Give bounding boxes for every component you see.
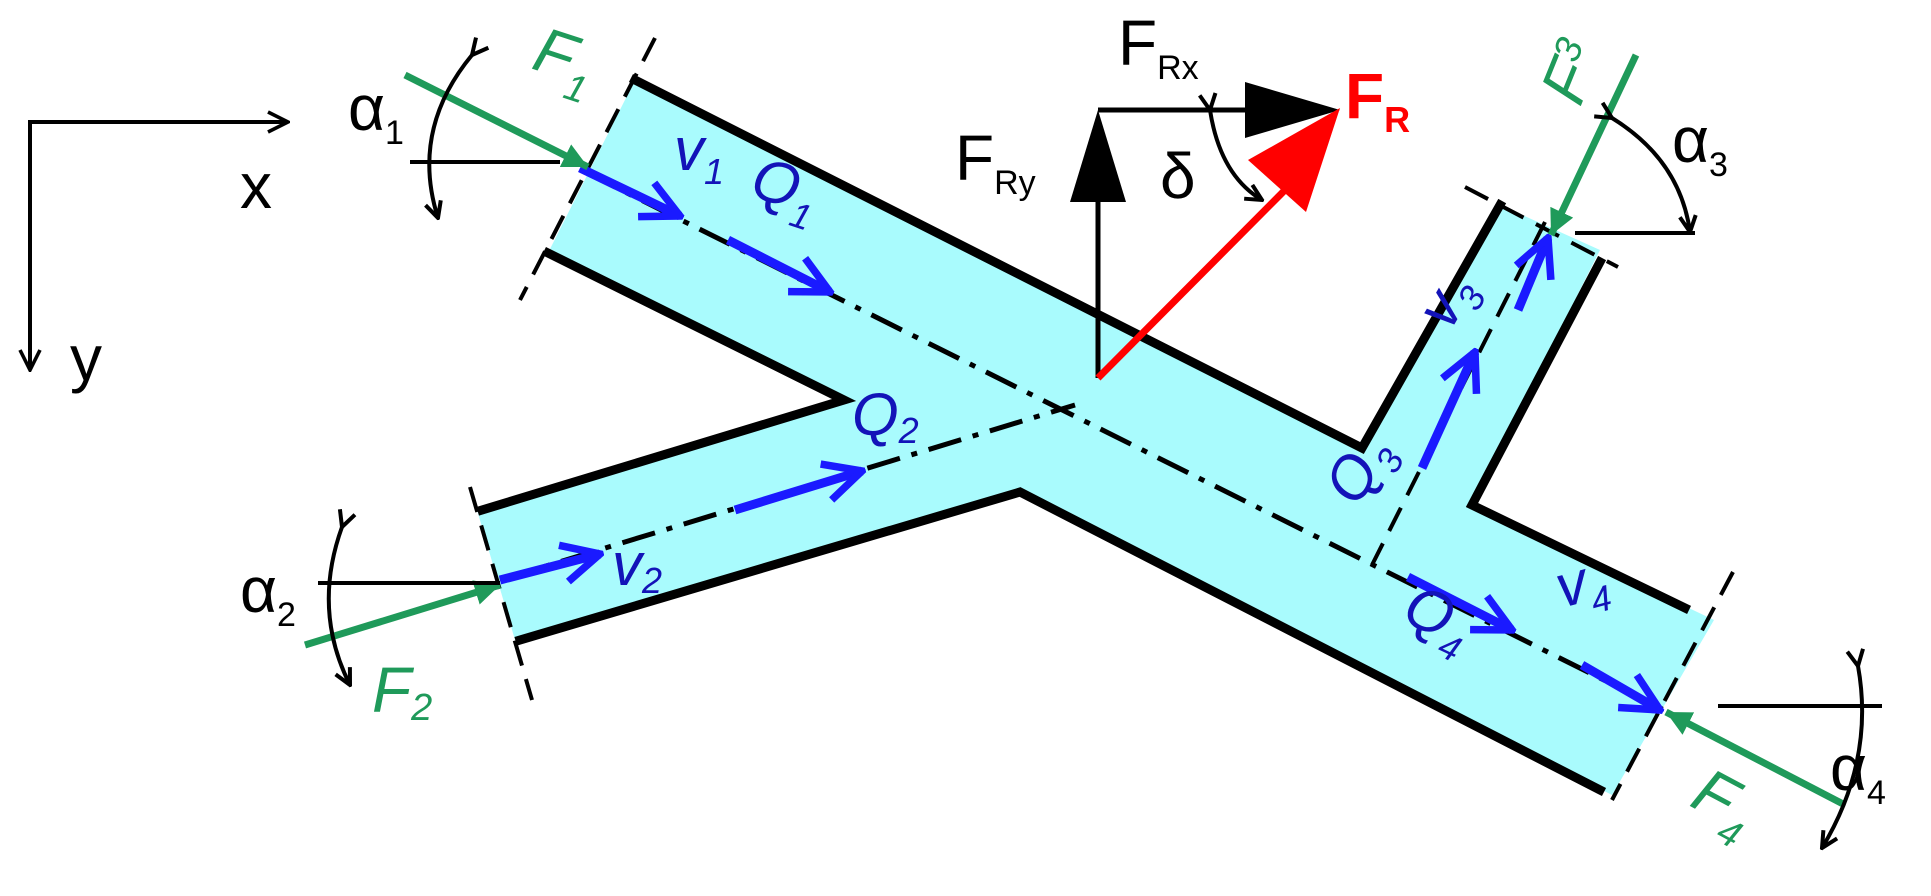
label-v1: v1 <box>674 116 724 192</box>
label-q1: Q1 <box>741 144 829 239</box>
label-f4: F4 <box>1675 754 1768 857</box>
coordinate-axes: x y <box>30 120 288 394</box>
fluid-body <box>477 80 1714 795</box>
label-alpha2: α2 <box>240 554 296 634</box>
x-axis-label: x <box>240 150 272 222</box>
label-frx: FRx <box>1118 7 1199 87</box>
velocity-arrow-2b <box>733 471 862 515</box>
resultant-x-arrowhead <box>1245 82 1340 138</box>
label-v2: v2 <box>612 531 662 601</box>
delta-arc-icon <box>1210 110 1262 200</box>
label-alpha3: α3 <box>1672 104 1728 184</box>
y-axis-label: y <box>70 322 102 394</box>
section-1 <box>518 37 657 301</box>
section-2 <box>468 486 534 701</box>
label-f2: F2 <box>372 654 432 729</box>
resultant-y-arrowhead <box>1070 110 1126 202</box>
resultant-force <box>1070 82 1340 381</box>
force-arrow-3 <box>1547 53 1640 237</box>
label-alpha4: α4 <box>1830 732 1886 812</box>
wall-lower-main <box>514 487 1607 797</box>
label-fry: FRy <box>955 122 1036 202</box>
label-f1: F1 <box>522 13 606 112</box>
velocity-arrows <box>498 163 1660 710</box>
pipe-walls <box>476 73 1692 797</box>
label-fr: FR <box>1345 60 1410 140</box>
alpha2-arc-icon <box>326 527 350 685</box>
velocity-arrow-4b <box>1579 661 1660 710</box>
label-delta: δ <box>1160 140 1196 212</box>
force-arrow-4 <box>1664 708 1847 809</box>
velocity-arrow-3b <box>1518 238 1548 312</box>
alpha1-arc-icon <box>429 55 472 218</box>
velocity-arrow-3 <box>1417 352 1475 470</box>
velocity-arrow-4 <box>1405 572 1512 635</box>
wall-inner-notch <box>476 246 857 516</box>
section-4 <box>1610 571 1735 801</box>
velocity-arrow-1b <box>725 235 830 297</box>
velocity-arrow-1 <box>578 163 680 216</box>
wall-branch3-right <box>1465 255 1692 615</box>
label-q2: Q2 <box>852 381 919 451</box>
wall-upper-main <box>628 73 1507 454</box>
alpha4-arc-icon <box>1822 666 1862 848</box>
angle-markers <box>318 55 1882 848</box>
alpha3-arc-icon <box>1612 118 1690 232</box>
fluid-region <box>477 80 1714 795</box>
resultant-force-line <box>1095 187 1288 381</box>
label-alpha1: α1 <box>348 72 404 152</box>
resultant-arrowhead <box>1248 108 1340 212</box>
velocity-arrow-2 <box>498 554 600 580</box>
label-f3: F3 <box>1526 30 1615 113</box>
